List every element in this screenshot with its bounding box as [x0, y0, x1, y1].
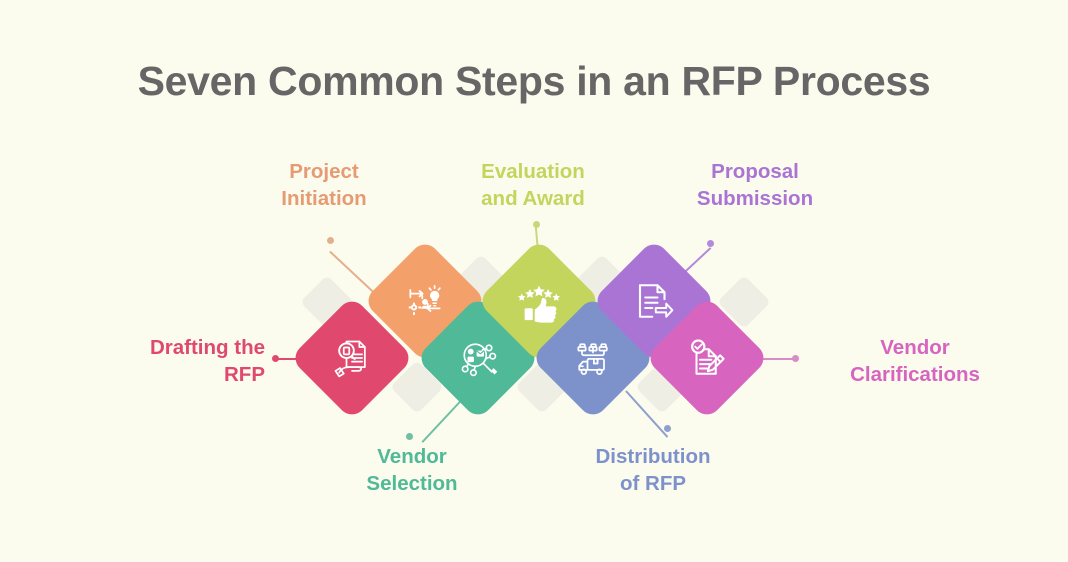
step-diamond-vendor-selection[interactable]: [415, 295, 541, 421]
delivery-truck-network-icon: [571, 336, 615, 380]
step-diamond-vendor-clarifications[interactable]: [644, 295, 770, 421]
thumbs-up-stars-icon: [516, 278, 562, 324]
connector-vendor-clarifications: [746, 358, 796, 360]
connector-dot-evaluation-and-award: [533, 221, 540, 228]
page-title: Seven Common Steps in an RFP Process: [137, 58, 931, 104]
step-label-distribution-of-rfp: Distribution of RFP: [595, 445, 711, 496]
step-diamond-distribution-of-rfp[interactable]: [530, 295, 656, 421]
hand-document-magnifier-icon: [330, 336, 374, 380]
step-diamond-evaluation-and-award[interactable]: [476, 238, 602, 364]
step-label-evaluation-and-award: Evaluation and Award: [481, 160, 585, 211]
step-diamond-project-initiation[interactable]: [362, 238, 488, 364]
connector-dot-vendor-selection: [406, 433, 413, 440]
checklist-pencil-icon: [686, 337, 728, 379]
step-label-proposal-submission: Proposal Submission: [696, 160, 814, 211]
document-arrow-right-icon: [633, 280, 675, 322]
connector-dot-drafting-the-rfp: [272, 355, 279, 362]
step-diamond-drafting-the-rfp[interactable]: [289, 295, 415, 421]
step-diamond-proposal-submission[interactable]: [591, 238, 717, 364]
connector-dot-vendor-clarifications: [792, 355, 799, 362]
step-label-project-initiation: Project Initiation: [281, 160, 367, 211]
step-label-drafting-the-rfp: Drafting the RFP: [149, 336, 265, 387]
step-label-vendor-selection: Vendor Selection: [366, 445, 458, 496]
connector-dot-proposal-submission: [707, 240, 714, 247]
magnifier-network-icon: [456, 336, 500, 380]
connector-dot-distribution-of-rfp: [664, 425, 671, 432]
step-label-vendor-clarifications: Vendor Clarifications: [850, 336, 980, 387]
gears-person-lightbulb-icon: [403, 279, 447, 323]
connector-dot-project-initiation: [327, 237, 334, 244]
